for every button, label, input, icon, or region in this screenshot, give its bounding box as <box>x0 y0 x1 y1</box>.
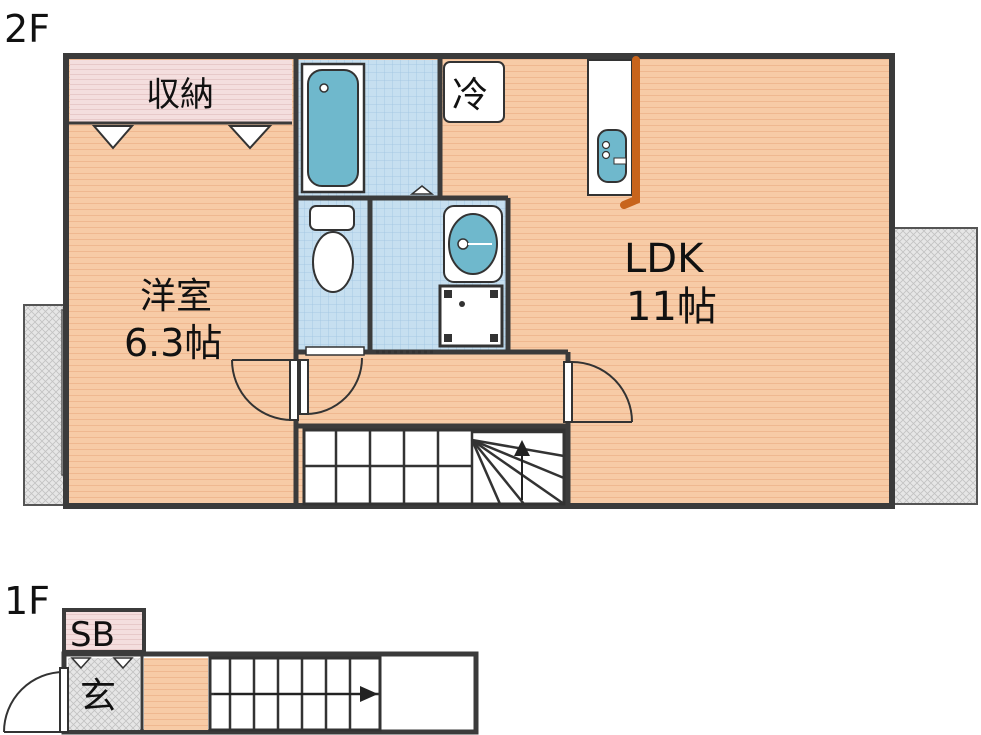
ldk-name: LDK <box>624 236 705 282</box>
floor-1f: SB 玄 <box>3 608 479 735</box>
stair-arrow-1f <box>360 686 378 702</box>
western-room-name: 洋室 <box>140 276 212 317</box>
toilet <box>309 205 355 293</box>
entrance-label: 玄 <box>80 676 116 717</box>
fridge-label: 冷 <box>452 75 488 116</box>
kitchen-counter <box>587 56 640 209</box>
sliding-doors <box>305 185 436 356</box>
shoe-box-label: SB <box>70 615 115 655</box>
washer-pan <box>438 284 504 348</box>
outer-wall-2f <box>63 53 895 509</box>
entrance-door <box>3 667 69 733</box>
kitchen-wall-accent <box>620 56 640 209</box>
ldk-size: 11帖 <box>626 284 717 330</box>
floor-label-2f: 2F <box>4 7 50 51</box>
hall-1f <box>144 658 208 730</box>
entrance-area <box>68 658 140 730</box>
balcony-right: バルコニー <box>887 227 981 505</box>
swing-doors <box>231 357 633 423</box>
staircase-2f <box>302 428 566 506</box>
fridge-space: 冷 <box>443 61 505 123</box>
wash-basin <box>443 205 503 283</box>
stair-arrow-head <box>514 440 530 456</box>
floor-label-1f: 1F <box>4 579 50 623</box>
staircase-1f <box>208 656 382 732</box>
closet-doors <box>91 125 273 150</box>
storage-area <box>70 60 292 122</box>
bathtub <box>300 62 366 194</box>
storage-label: 収納 <box>146 75 214 115</box>
shoe-box-doors <box>70 657 134 670</box>
western-room-size: 6.3帖 <box>124 321 222 365</box>
